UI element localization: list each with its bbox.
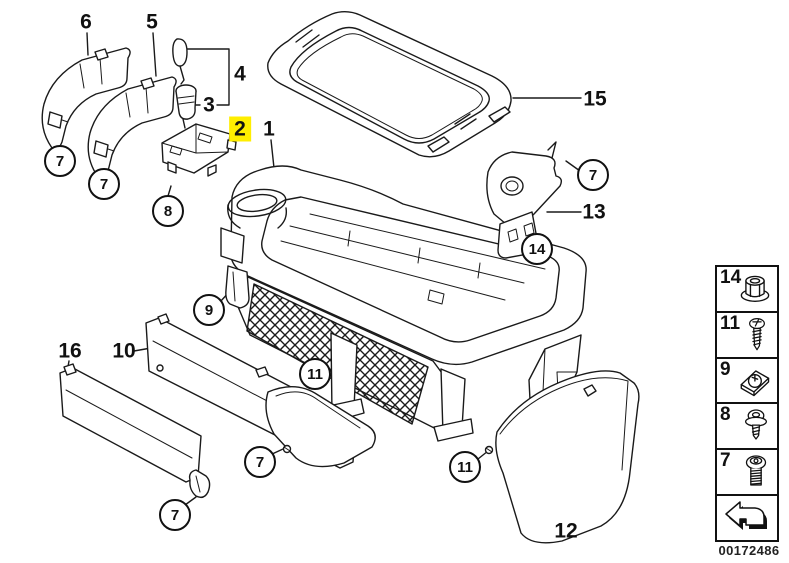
legend-label-8: 8 (720, 404, 731, 426)
part-trim-strip-16 (59, 363, 211, 499)
flange-nut-icon (740, 275, 770, 302)
speed-nut-icon (740, 369, 770, 396)
circled-callout-11-b[interactable]: 11 (449, 451, 481, 483)
part-lock-cylinder-3 (175, 84, 197, 129)
callout-2-highlighted[interactable]: 2 (229, 116, 251, 142)
callout-6[interactable]: 6 (80, 10, 92, 34)
callout-3[interactable]: 3 (203, 93, 215, 117)
part-latch-9 (225, 265, 250, 309)
callout-12[interactable]: 12 (554, 519, 578, 543)
part-trim-shell-5 (87, 76, 177, 179)
circled-callout-14[interactable]: 14 (521, 233, 553, 265)
legend-label-14: 14 (720, 267, 742, 288)
callout-16[interactable]: 16 (58, 339, 82, 363)
callout-4[interactable]: 4 (234, 62, 246, 86)
circled-callout-7-b[interactable]: 7 (88, 168, 120, 200)
legend-row-11[interactable]: 11 (717, 310, 777, 357)
washer-screw-icon (744, 409, 768, 440)
legend-row-7[interactable]: 7 (717, 448, 777, 494)
legend-row-9[interactable]: 9 (717, 356, 777, 403)
callout-13[interactable]: 13 (582, 200, 606, 224)
callout-5[interactable]: 5 (146, 10, 158, 34)
part-gear-knob-4 (172, 38, 188, 85)
legend-label-9: 9 (720, 358, 731, 380)
circled-callout-7-a[interactable]: 7 (44, 145, 76, 177)
callout-15[interactable]: 15 (583, 87, 607, 111)
circled-callout-7-c[interactable]: 7 (159, 499, 191, 531)
part-console-body-1 (220, 165, 587, 442)
legend-row-14[interactable]: 14 (717, 267, 777, 311)
part-frame-15 (267, 11, 512, 158)
legend-label-11: 11 (720, 312, 741, 334)
fastener-legend-table: 14 11 9 (715, 265, 779, 542)
diagram-id-number: 00172486 (718, 543, 780, 558)
tapping-screw-icon (749, 317, 765, 351)
part-trim-shell-6 (41, 47, 131, 150)
torx-bolt-icon (745, 455, 767, 486)
legend-row-direction[interactable] (717, 494, 777, 540)
circled-callout-9[interactable]: 9 (193, 294, 225, 326)
callout-10[interactable]: 10 (112, 339, 136, 363)
legend-label-7: 7 (720, 450, 731, 472)
circled-callout-7-d[interactable]: 7 (244, 446, 276, 478)
direction-arrow-icon (725, 501, 767, 531)
part-switch-module-2 (161, 123, 237, 177)
circled-callout-11-a[interactable]: 11 (299, 358, 331, 390)
legend-row-8[interactable]: 8 (717, 402, 777, 448)
part-end-cover-12 (484, 370, 640, 544)
part-trim-strip-10 (145, 313, 376, 469)
circled-callout-7-e[interactable]: 7 (577, 159, 609, 191)
callout-1[interactable]: 1 (263, 117, 275, 141)
circled-callout-8[interactable]: 8 (152, 195, 184, 227)
